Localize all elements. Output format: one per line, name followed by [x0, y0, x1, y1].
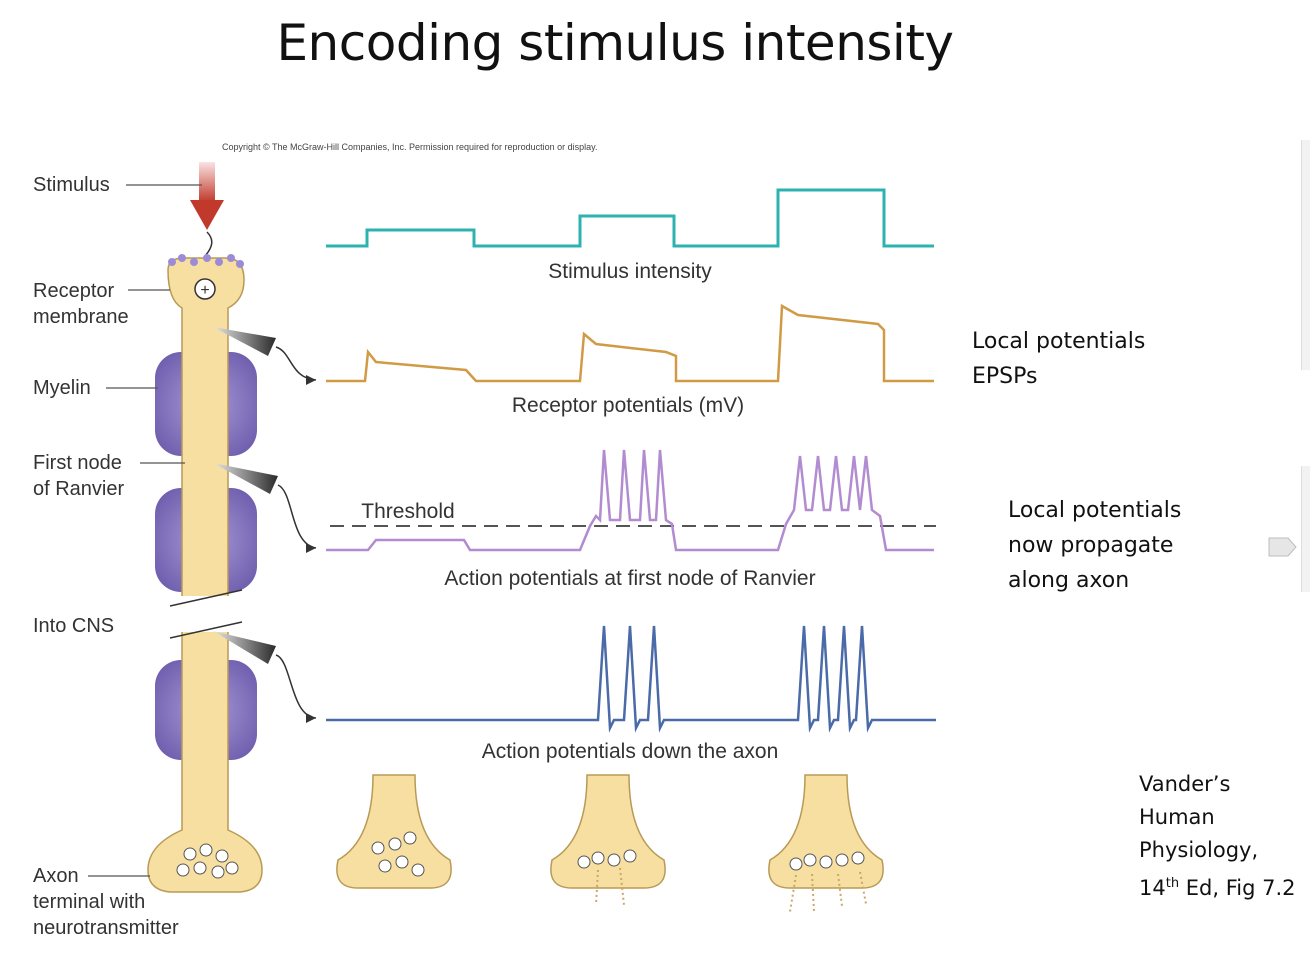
- label-first-node: First node: [33, 452, 122, 474]
- svg-text:+: +: [200, 282, 209, 299]
- ref-figure: Ed, Fig 7.2: [1179, 876, 1296, 900]
- caption-ap-axon: Action potentials down the axon: [482, 740, 779, 763]
- label-axon: Axon: [33, 865, 79, 887]
- note-local-potentials: Local potentials EPSPs: [972, 324, 1145, 394]
- left-labels: Stimulus Receptor membrane Myelin First …: [33, 174, 202, 939]
- receptor-potential-trace: [306, 303, 934, 385]
- note-line: EPSPs: [972, 364, 1038, 389]
- label-terminal-with: terminal with: [33, 891, 145, 913]
- caption-threshold: Threshold: [361, 500, 454, 523]
- axon-terminal-low: [336, 774, 452, 889]
- axon-ap-trace: [306, 625, 936, 733]
- label-receptor-membrane: membrane: [33, 306, 129, 328]
- note-propagate: Local potentials now propagate along axo…: [1008, 493, 1181, 598]
- note-line: Local potentials: [1008, 498, 1182, 523]
- label-receptor: Receptor: [33, 280, 114, 302]
- label-neurotransmitter: neurotransmitter: [33, 917, 179, 939]
- note-line: along axon: [1008, 568, 1130, 593]
- reference-citation: Vander’s Human Physiology, 14th Ed, Fig …: [1139, 768, 1296, 905]
- stimulus-intensity-trace: [326, 188, 934, 248]
- caption-ap-first-node: Action potentials at first node of Ranvi…: [444, 567, 815, 590]
- label-myelin: Myelin: [33, 377, 91, 399]
- axon-terminal-medium: [550, 774, 666, 906]
- ref-edition-suffix: th: [1165, 876, 1180, 891]
- caption-receptor-potentials: Receptor potentials (mV): [512, 394, 744, 417]
- label-stimulus: Stimulus: [33, 174, 110, 196]
- note-line: Local potentials: [972, 329, 1146, 354]
- ref-line: 14th Ed, Fig 7.2: [1139, 867, 1296, 905]
- next-slide-preview[interactable]: [1301, 466, 1310, 592]
- axon-terminal-high: [768, 774, 884, 913]
- slide-title: Encoding stimulus intensity: [276, 14, 954, 72]
- ref-line: Human: [1139, 805, 1215, 829]
- label-of-ranvier: of Ranvier: [33, 478, 124, 500]
- copyright-notice: Copyright © The McGraw-Hill Companies, I…: [222, 142, 597, 152]
- ref-line: Physiology,: [1139, 838, 1259, 862]
- comment-tag-icon[interactable]: [1268, 536, 1298, 558]
- neuron-axon: +: [147, 254, 263, 893]
- ref-edition: 14: [1139, 876, 1166, 900]
- label-into-cns: Into CNS: [33, 615, 114, 637]
- stimulus-arrow-icon: [190, 162, 224, 257]
- ref-line: Vander’s: [1139, 772, 1231, 796]
- next-slide-preview[interactable]: [1301, 140, 1310, 370]
- caption-stimulus-intensity: Stimulus intensity: [548, 260, 712, 283]
- note-line: now propagate: [1008, 533, 1174, 558]
- first-node-trace: [306, 449, 936, 553]
